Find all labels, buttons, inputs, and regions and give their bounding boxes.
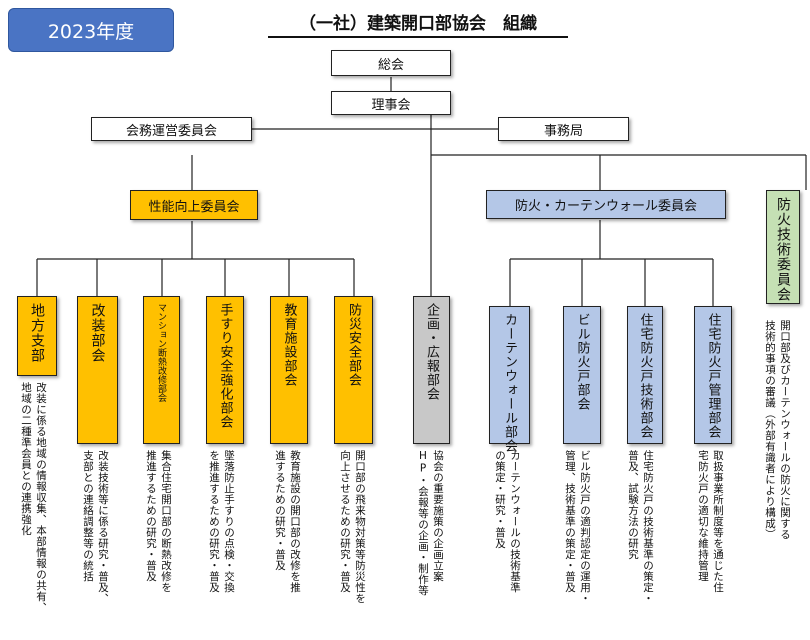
division-desc-disaster-safety: 開口部の飛来物対策等防災性を向上させるための研究・普及 bbox=[339, 450, 366, 604]
division-box-renovation: 改装部会 bbox=[77, 296, 118, 444]
division-desc-building-fire-door: ビル防火戸の適判認定の運用・管理、技術基準の策定・普及 bbox=[564, 450, 591, 604]
fire-tech-committee-box: 防火技術委員会 bbox=[766, 190, 800, 304]
division-desc-mansion-insulation: 集合住宅開口部の断熱改修を推進するための研究・普及 bbox=[145, 450, 172, 593]
division-box-mansion-insulation: マンション断熱改修部会 bbox=[143, 296, 180, 444]
division-desc-curtainwall: カーテンウォールの技術基準の策定・研究・普及 bbox=[494, 450, 521, 593]
page-title: （一社）建築開口部協会 組織 bbox=[268, 4, 568, 38]
division-box-handrail-safety: 手すり安全強化部会 bbox=[206, 296, 244, 444]
division-box-house-fire-door-mgmt: 住宅防火戸管理部会 bbox=[694, 306, 732, 444]
board-box: 理事会 bbox=[331, 91, 451, 115]
division-box-planning-pr: 企画・広報部会 bbox=[413, 296, 450, 444]
division-desc-house-fire-door-tech: 住宅防火戸の技術基準の策定・普及、試験方法の研究 bbox=[627, 450, 654, 604]
division-desc-handrail-safety: 墜落防止手すりの点検・交換を推進するための研究・普及 bbox=[208, 450, 235, 593]
division-desc-renovation: 改装技術等に係る研究・普及、支部との連絡調整等の統括 bbox=[82, 450, 109, 604]
fiscal-year-badge: 2023年度 bbox=[8, 8, 174, 52]
performance-committee-box: 性能向上委員会 bbox=[130, 190, 258, 220]
operations-committee-box: 会務運営委員会 bbox=[91, 117, 252, 141]
fire-tech-committee-label: 防火技術委員会 bbox=[775, 197, 791, 302]
division-box-house-fire-door-tech: 住宅防火戸技術部会 bbox=[627, 306, 663, 444]
division-desc-regional-branch: 改装に係る地域の情報収集、本部情報の共有、地域の二種準会員との連携強化 bbox=[20, 382, 47, 613]
division-box-education-facility: 教育施設部会 bbox=[270, 296, 308, 444]
division-box-disaster-safety: 防災安全部会 bbox=[334, 296, 373, 444]
division-box-curtainwall: カーテンウォール部会 bbox=[489, 306, 530, 453]
fire-tech-committee-desc: 開口部及びカーテンウォールの防火に関する技術的事項の審議（外部有識者により構成） bbox=[764, 320, 791, 540]
division-desc-education-facility: 教育施設の開口部の改修を推進するための研究・普及 bbox=[274, 450, 301, 593]
fire-curtainwall-committee-box: 防火・カーテンウォール委員会 bbox=[486, 190, 726, 219]
division-box-building-fire-door: ビル防火戸部会 bbox=[563, 306, 601, 444]
secretariat-box: 事務局 bbox=[498, 117, 629, 141]
division-desc-house-fire-door-mgmt: 取扱事業所制度等を通じた住宅防火戸の適切な維持管理 bbox=[697, 450, 724, 593]
general-meeting-box: 総会 bbox=[331, 50, 451, 76]
division-box-regional-branch: 地方支部 bbox=[17, 296, 57, 376]
